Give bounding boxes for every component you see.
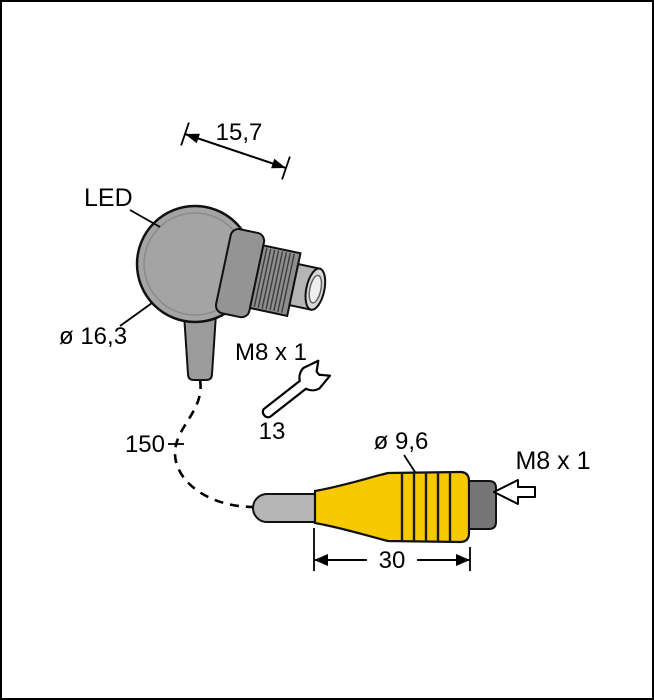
wrench-icon bbox=[261, 359, 332, 419]
direction-arrow-icon bbox=[493, 479, 536, 505]
head-diameter-label: ø 16,3 bbox=[59, 323, 127, 350]
arrowhead-left bbox=[314, 554, 328, 566]
sensor-nose-group bbox=[214, 228, 327, 319]
lens bbox=[308, 274, 323, 304]
connector-endcap bbox=[468, 480, 497, 530]
connector-diameter-leader bbox=[403, 454, 416, 473]
arrowhead-left bbox=[185, 133, 200, 144]
wrench-size-label: 13 bbox=[259, 418, 286, 445]
cable-length-label: 150 bbox=[125, 431, 165, 458]
led-callout: LED bbox=[84, 184, 161, 228]
dimension-line bbox=[184, 133, 287, 169]
head-width-label: 15,7 bbox=[216, 119, 263, 146]
led-label: LED bbox=[84, 184, 133, 212]
connector-diameter-callout: ø 9,6 bbox=[374, 428, 429, 473]
thread-ridges bbox=[253, 248, 295, 313]
cable-dashed-line bbox=[173, 379, 255, 509]
arrowhead-right bbox=[456, 554, 470, 566]
cable-length-callout: 150 bbox=[125, 431, 184, 458]
connector-cable bbox=[252, 493, 317, 523]
sensor-assembly bbox=[135, 204, 327, 509]
connector-length-label: 30 bbox=[379, 547, 406, 574]
connector-thread-label: M8 x 1 bbox=[515, 447, 590, 475]
connector-assembly bbox=[252, 470, 497, 544]
head-diameter-leader bbox=[119, 302, 153, 327]
arrowhead-right bbox=[271, 158, 286, 169]
led-leader-line bbox=[129, 209, 161, 228]
connector-diameter-label: ø 9,6 bbox=[374, 428, 429, 455]
cable-gland bbox=[182, 313, 218, 381]
wrench-callout: 13 bbox=[259, 359, 332, 445]
connector-ribs bbox=[400, 472, 452, 542]
connector-thread-callout: M8 x 1 bbox=[493, 447, 591, 505]
head-width-dimension: 15,7 bbox=[180, 119, 291, 180]
connector-length-dimension: 30 bbox=[313, 528, 471, 574]
connector-body bbox=[313, 470, 471, 544]
head-diameter-callout: ø 16,3 bbox=[59, 302, 153, 350]
sensor-thread-label: M8 x 1 bbox=[235, 339, 307, 366]
